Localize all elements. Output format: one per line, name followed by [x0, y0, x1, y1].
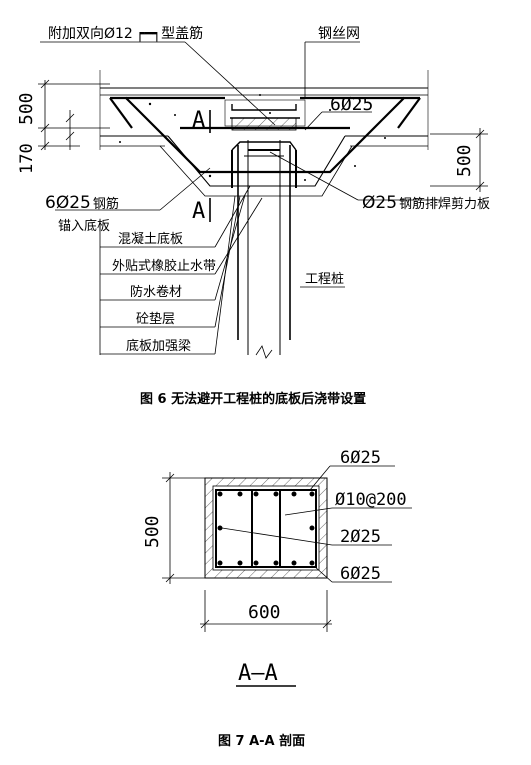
figure-6-caption: 图 6 无法避开工程桩的底板后浇带设置	[140, 391, 366, 407]
label-wire-mesh: 钢丝网	[318, 26, 360, 42]
layer-3: 防水卷材	[130, 284, 182, 300]
width-dimension	[200, 590, 332, 632]
right-dimension	[430, 128, 488, 192]
dim-left-bottom: 170	[17, 143, 37, 174]
label-pile: 工程桩	[305, 272, 344, 287]
label-middle-bars: 2Ø25	[340, 527, 381, 547]
section-title: A—A	[238, 661, 278, 686]
figure-7-caption: 图 7 A-A 剖面	[218, 733, 305, 749]
label-top-bars: 6Ø25	[340, 448, 381, 468]
slab-outline	[99, 70, 429, 150]
label-bottom-bars: 6Ø25	[340, 564, 381, 584]
layer-1: 混凝土底板	[118, 231, 183, 247]
layer-2: 外贴式橡胶止水带	[112, 258, 216, 274]
concrete-marks	[119, 94, 386, 181]
engineering-pile	[231, 140, 297, 359]
dim-left-top: 500	[16, 92, 37, 125]
dim-width: 600	[248, 602, 281, 623]
left-dimensions	[38, 79, 110, 151]
label-stirrup: Ø10@200	[335, 490, 407, 510]
rebars	[217, 491, 315, 566]
dim-height: 500	[142, 515, 163, 548]
section-leaders	[221, 465, 412, 583]
figure-7: 6Ø25 Ø10@200 2Ø25 6Ø25 500 600 A—A 图 7 A…	[142, 448, 412, 749]
height-dimension	[162, 472, 205, 584]
slab-rebar	[109, 96, 421, 174]
section-mark-top: A	[192, 108, 205, 133]
layer-4: 砼垫层	[136, 311, 175, 327]
dim-right: 500	[454, 144, 475, 177]
strengthening-beam	[159, 135, 353, 197]
leader-lines	[40, 41, 440, 355]
stirrups	[215, 489, 317, 568]
layer-5: 底板加强梁	[126, 338, 191, 354]
figure-6: 500 170 500	[16, 25, 490, 407]
post-pour-strip	[224, 99, 306, 131]
section-mark-bottom: A	[192, 199, 205, 224]
label-bars-right: 6Ø25	[330, 94, 373, 115]
label-anchor: 锚入底板	[58, 218, 110, 234]
label-top-bar: 附加双向Ø12┍━┑型盖筋	[48, 25, 203, 42]
